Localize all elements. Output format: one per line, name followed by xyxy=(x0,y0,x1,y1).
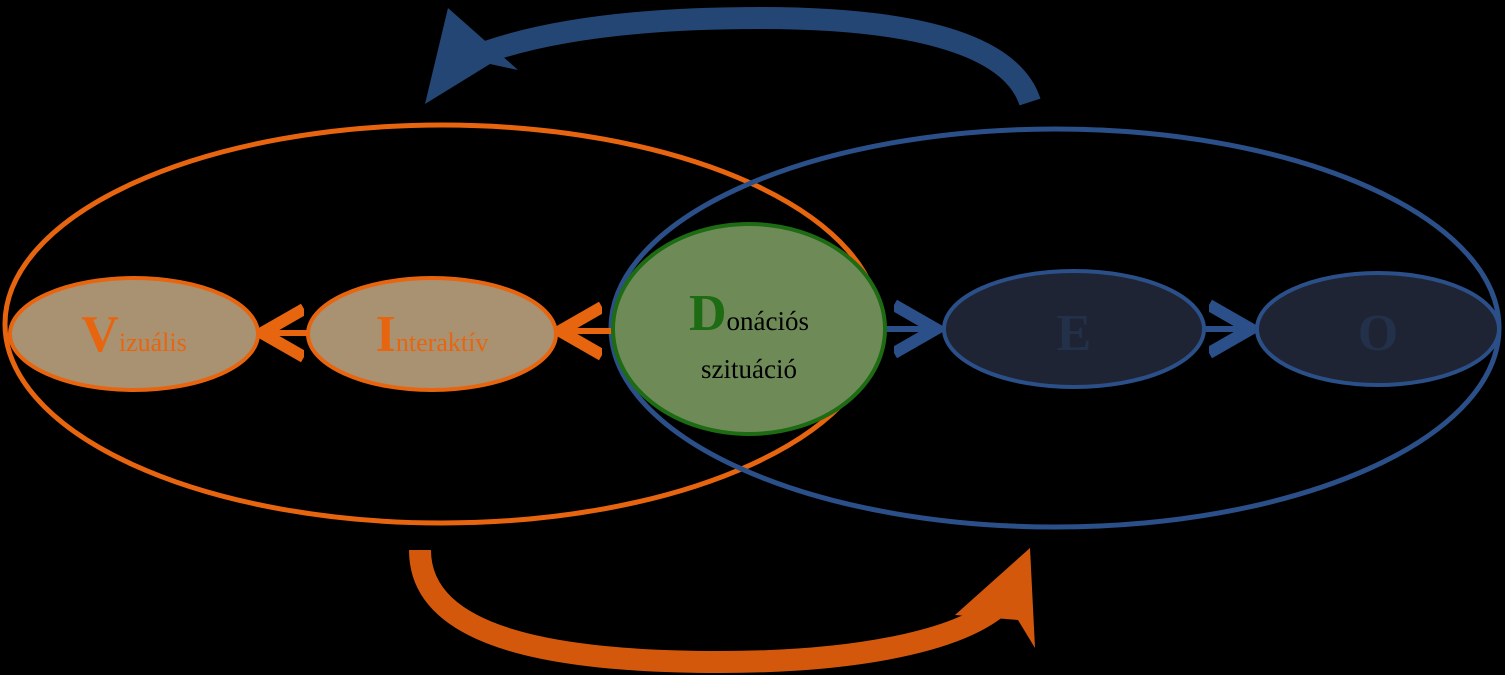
top-cycle-arrowhead xyxy=(425,8,518,104)
node-donacios xyxy=(611,222,887,436)
node-donacios-line1: Donációs xyxy=(689,285,809,342)
node-e xyxy=(942,269,1206,389)
node-interaktiv-initial: I xyxy=(376,306,396,363)
node-interaktiv-rest: nteraktív xyxy=(396,328,488,357)
node-donacios-line2: szituáció xyxy=(701,354,797,384)
node-donacios-rest: onációs xyxy=(727,306,809,336)
node-interaktiv-label: Interaktív xyxy=(376,306,489,363)
node-o xyxy=(1255,271,1501,387)
node-e-initial: E xyxy=(1057,305,1092,362)
bottom-cycle-arrowhead xyxy=(955,548,1035,648)
node-vizualis xyxy=(8,276,260,392)
node-vizualis-label: Vizuális xyxy=(81,306,186,363)
bottom-cycle-arrow xyxy=(409,549,1008,674)
node-donacios-initial: D xyxy=(689,285,727,342)
node-o-label: O xyxy=(1358,305,1398,362)
node-e-label: E xyxy=(1057,305,1092,362)
node-o-initial: O xyxy=(1358,305,1398,362)
node-interaktiv xyxy=(306,276,558,392)
top-cycle-arrow xyxy=(465,6,1041,107)
node-vizualis-initial: V xyxy=(81,306,119,363)
node-vizualis-rest: izuális xyxy=(119,328,187,357)
